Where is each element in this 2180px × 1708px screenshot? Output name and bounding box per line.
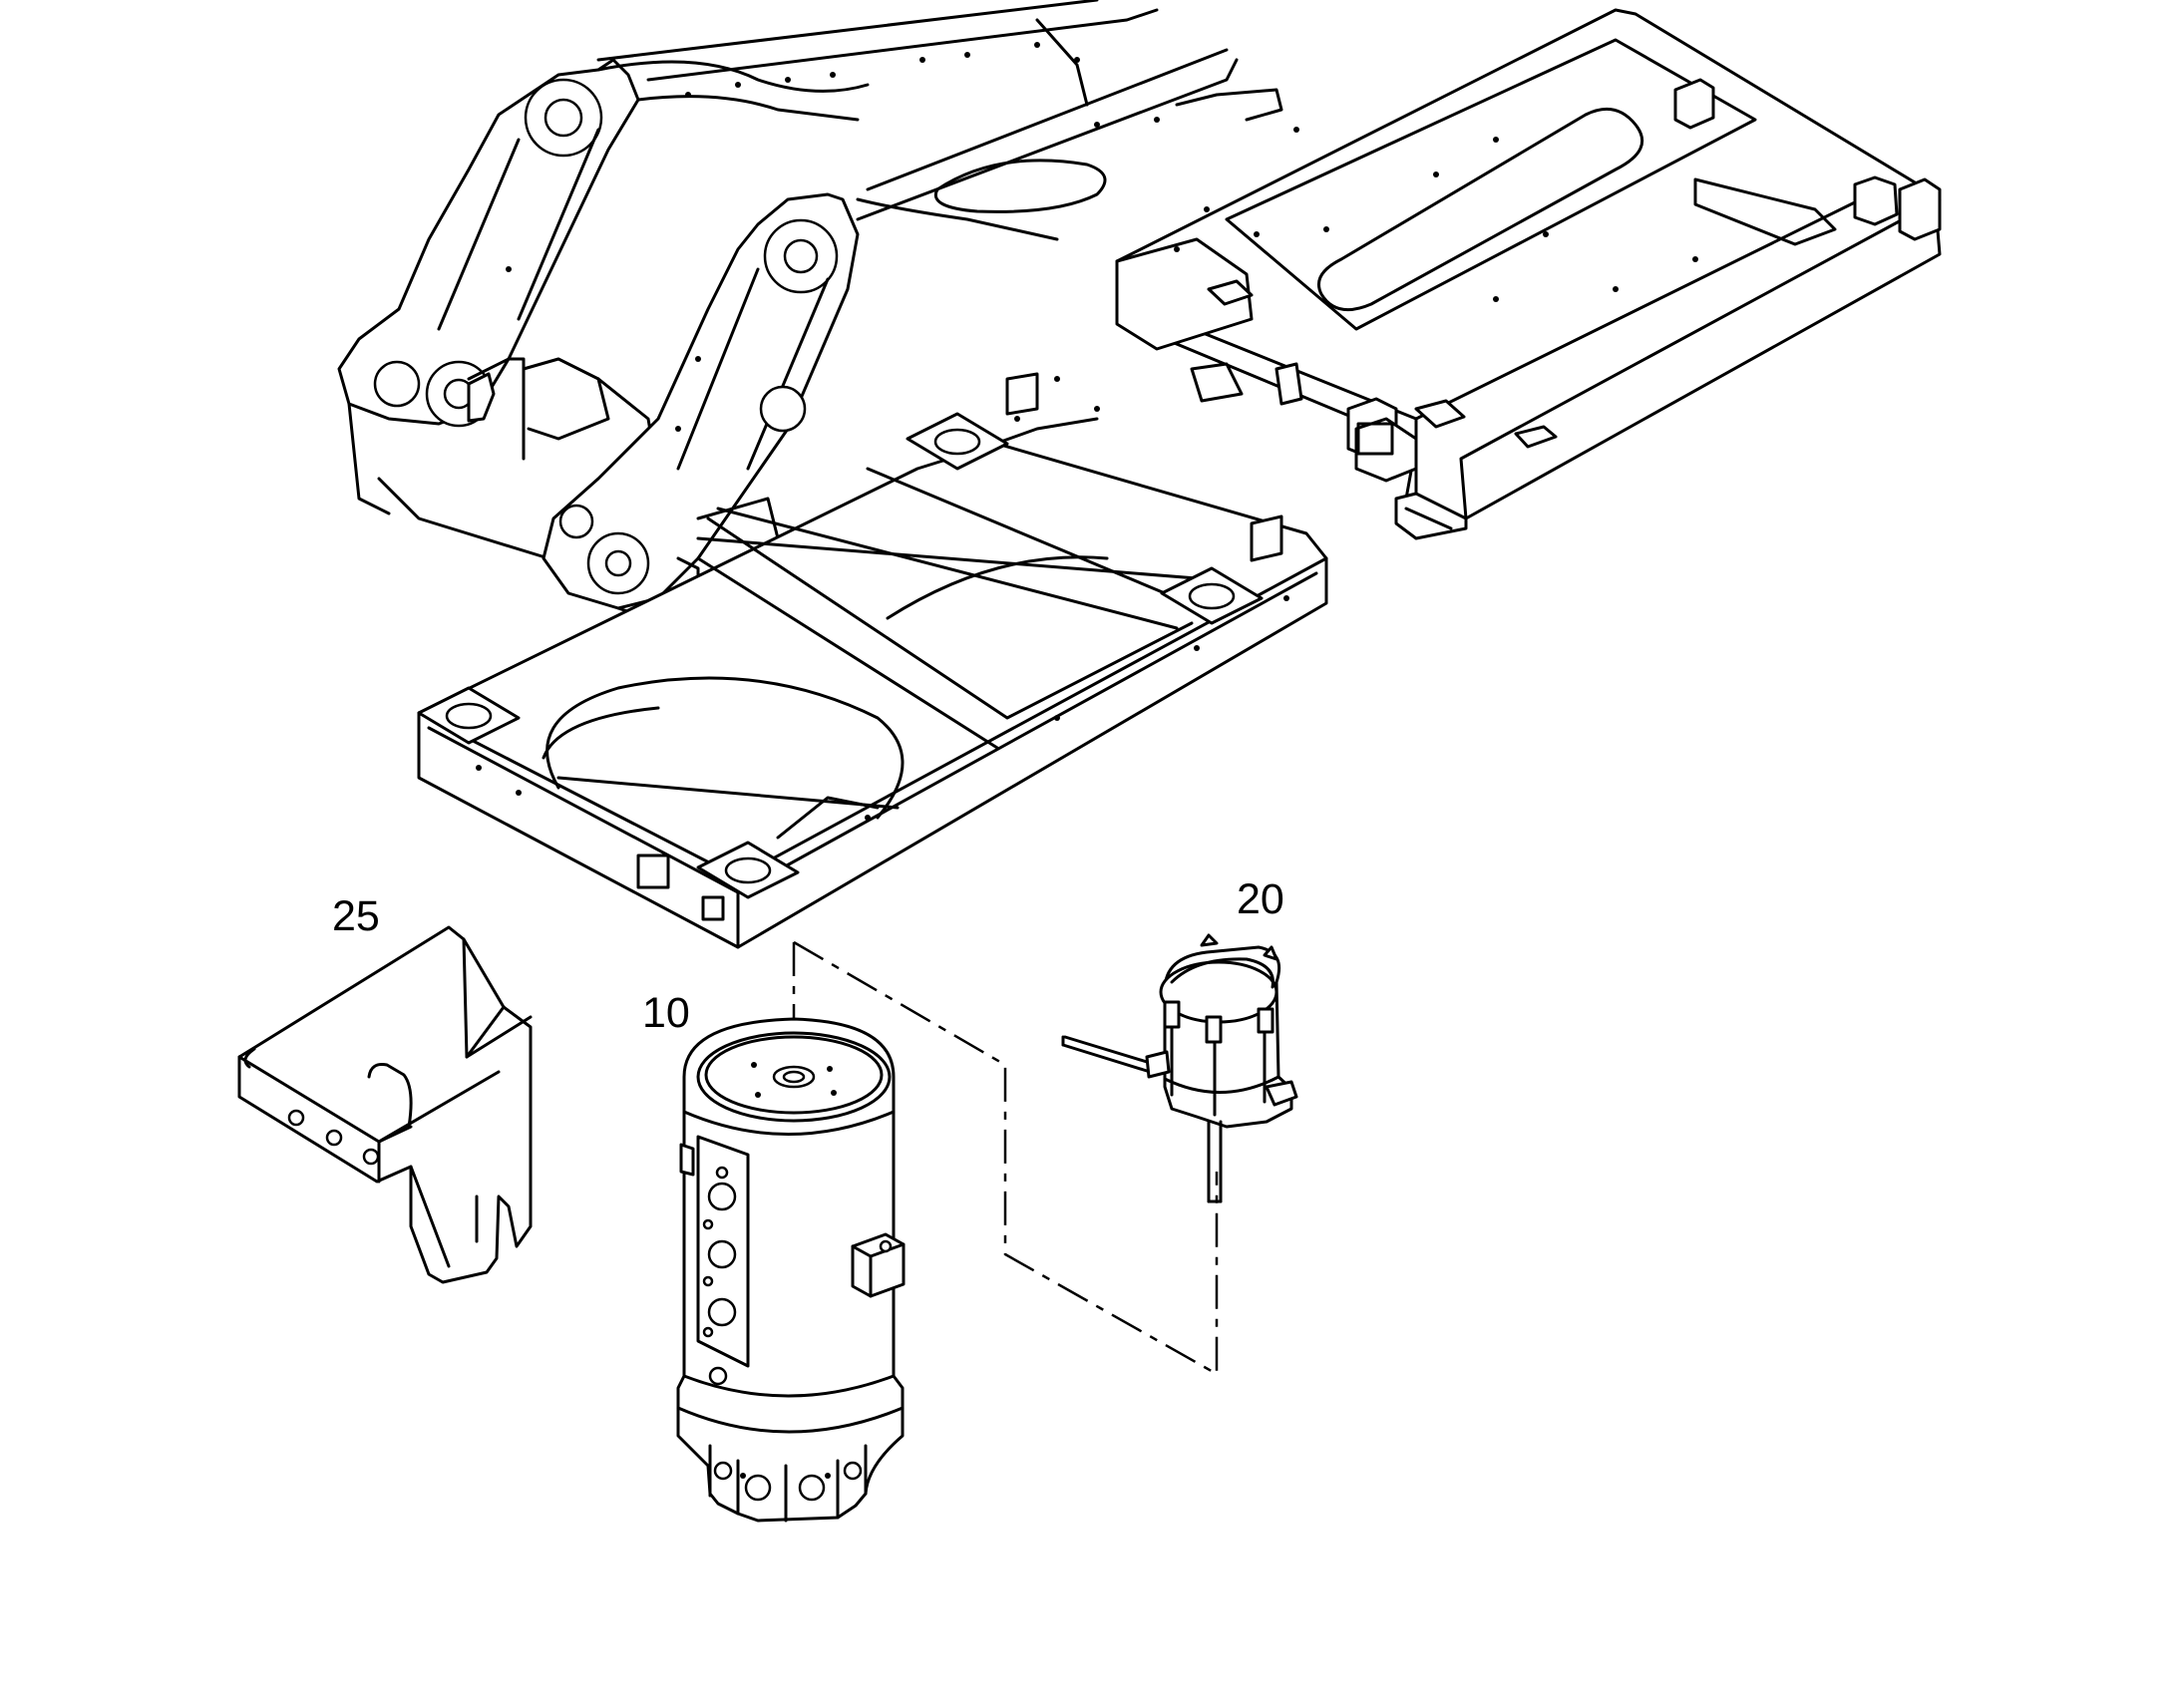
swivel-joint-icon	[676, 1017, 906, 1523]
lower-frame-icon	[417, 372, 1328, 949]
bracket-icon	[237, 925, 533, 1284]
callout-20: 20	[1237, 875, 1284, 923]
callout-10: 10	[642, 989, 690, 1037]
rotary-sensor-icon	[1061, 933, 1298, 1203]
callout-25: 25	[332, 892, 380, 940]
